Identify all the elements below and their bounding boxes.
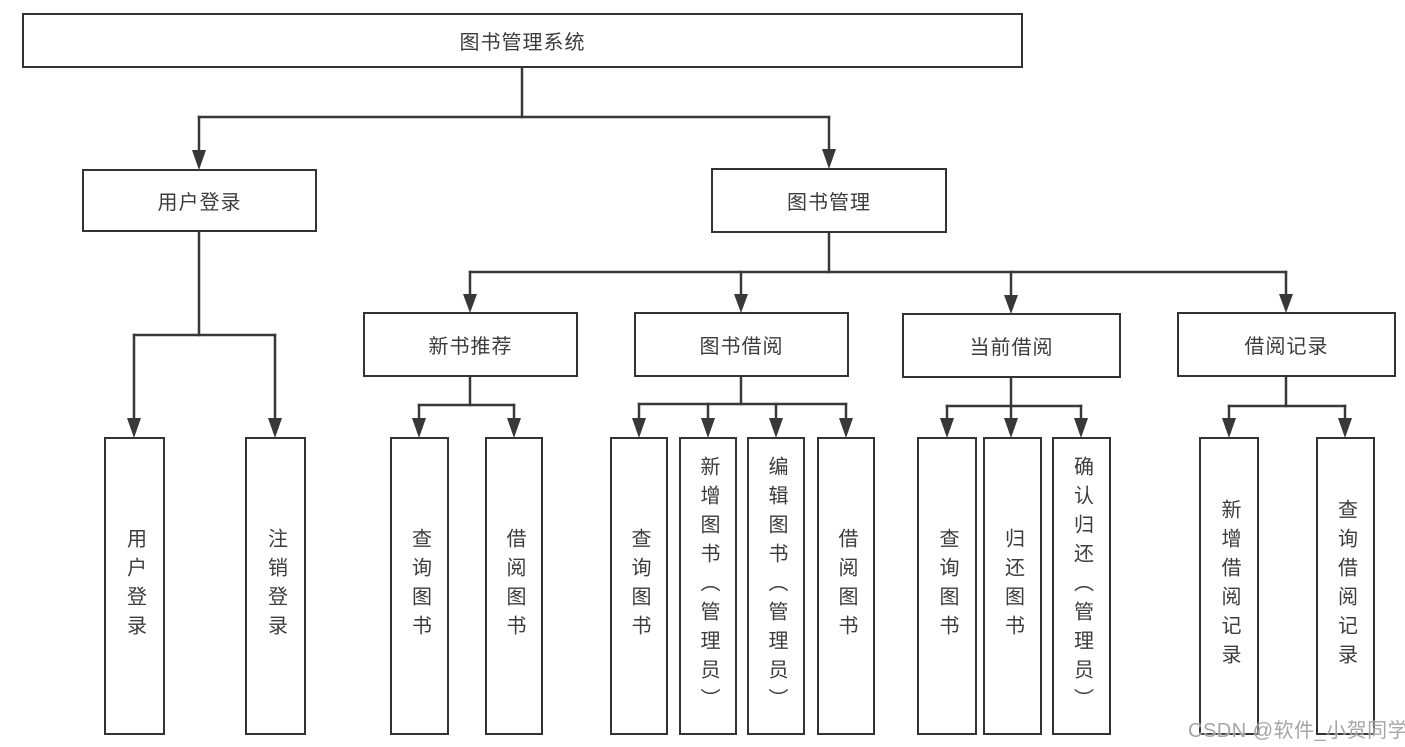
leaf-query-books-current: 查询图书 [917,437,977,735]
leaf-logout-login: 注销登录 [245,437,306,735]
leaf-borrow-books-recommend: 借阅图书 [485,437,543,735]
node-new-book-recommend: 新书推荐 [363,312,578,377]
csdn-watermark: CSDN @软件_小贺同学 [1188,720,1405,742]
leaf-query-books-borrow: 查询图书 [610,437,668,735]
node-book-management-branch: 图书管理 [711,168,947,233]
leaf-add-borrow-record: 新增借阅记录 [1199,437,1259,735]
leaf-return-book: 归还图书 [983,437,1042,735]
leaf-borrow-books: 借阅图书 [817,437,875,735]
leaf-query-books-recommend: 查询图书 [390,437,449,735]
leaf-confirm-return-admin: 确认归还（管理员） [1052,437,1111,735]
node-book-borrow: 图书借阅 [634,312,849,377]
leaf-user-login: 用户登录 [104,437,165,735]
node-borrow-records: 借阅记录 [1177,312,1396,377]
leaf-add-book-admin: 新增图书（管理员） [679,437,737,735]
node-library-management-system: 图书管理系统 [22,13,1023,68]
node-user-login-branch: 用户登录 [82,169,317,232]
leaf-query-borrow-record: 查询借阅记录 [1316,437,1375,735]
leaf-edit-book-admin: 编辑图书（管理员） [747,437,805,735]
node-current-borrow: 当前借阅 [902,313,1121,378]
